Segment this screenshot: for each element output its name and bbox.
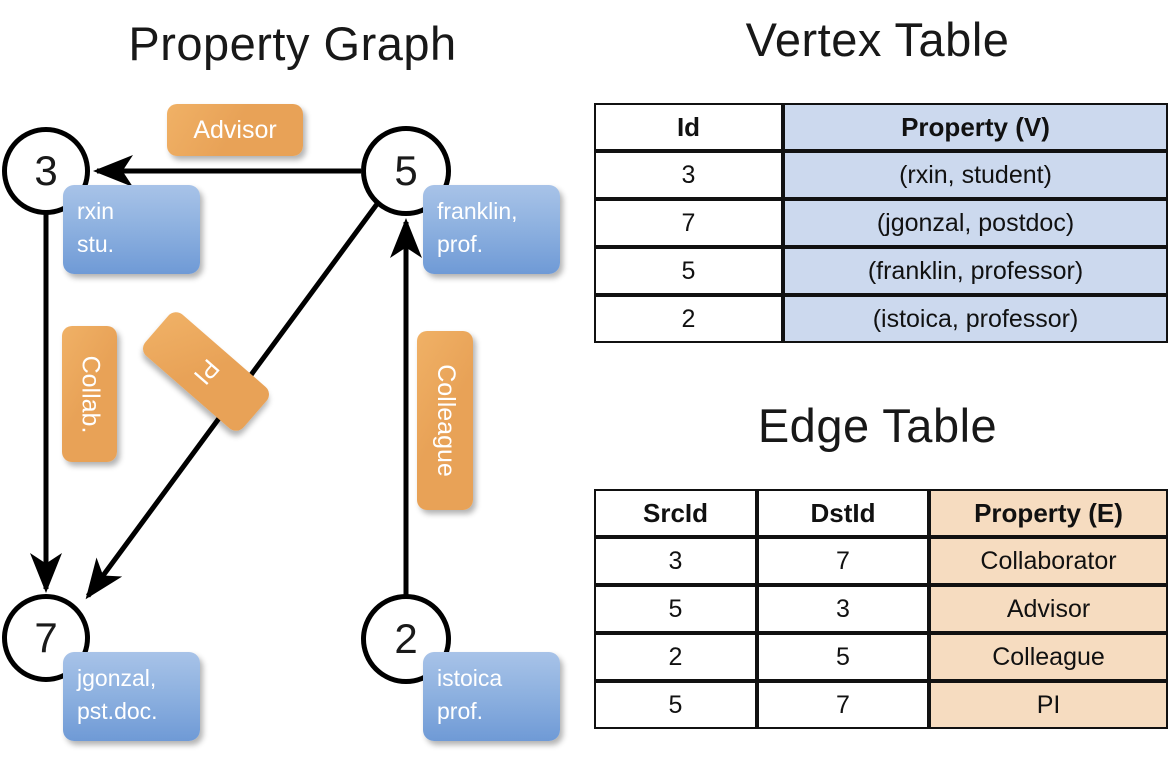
graph-node-2[interactable]: 2	[361, 594, 451, 684]
node-property-line: franklin,	[437, 198, 518, 224]
node-property-line: stu.	[77, 230, 115, 257]
table-row: 3 (rxin, student)	[594, 151, 1168, 199]
node-property-box-rxin: rxin stu.	[63, 185, 200, 274]
node-property-line: prof.	[437, 697, 484, 724]
edge-property-cell: Advisor	[929, 585, 1168, 633]
graph-node-5[interactable]: 5	[361, 126, 451, 216]
table-row: 7 (jgonzal, postdoc)	[594, 199, 1168, 247]
table-row: 3 7 Collaborator	[594, 537, 1168, 585]
vertex-property-cell: (jgonzal, postdoc)	[783, 199, 1168, 247]
edge-table-header-srcid: SrcId	[594, 489, 757, 537]
edge-label-text: Colleague	[431, 364, 460, 477]
edge-srcid-cell: 3	[594, 537, 757, 585]
edge-label-text: PI	[188, 353, 225, 390]
edge-srcid-cell: 5	[594, 585, 757, 633]
edge-label-text: Collab.	[76, 355, 105, 433]
page-title-edge-table: Edge Table	[757, 399, 998, 452]
edge-dstid-cell: 5	[757, 633, 929, 681]
edge-label-collab: Collab.	[62, 326, 117, 462]
page-title-property-graph: Property Graph	[128, 17, 457, 70]
table-row: 5 7 PI	[594, 681, 1168, 729]
edge-property-cell: Collaborator	[929, 537, 1168, 585]
table-row: 2 5 Colleague	[594, 633, 1168, 681]
table-row: 2 (istoica, professor)	[594, 295, 1168, 343]
edge-property-cell: Colleague	[929, 633, 1168, 681]
edge-dstid-cell: 7	[757, 537, 929, 585]
edge-label-text: Advisor	[193, 115, 277, 144]
edge-dstid-cell: 3	[757, 585, 929, 633]
vertex-id-cell: 5	[594, 247, 783, 295]
vertex-property-cell: (istoica, professor)	[783, 295, 1168, 343]
vertex-property-cell: (franklin, professor)	[783, 247, 1168, 295]
edge-dstid-cell: 7	[757, 681, 929, 729]
vertex-table-header-id: Id	[594, 103, 783, 151]
vertex-table-header-property: Property (V)	[783, 103, 1168, 151]
edge-label-advisor: Advisor	[167, 104, 303, 156]
edge-table-header-dstid: DstId	[757, 489, 929, 537]
vertex-table: Id Property (V) 3 (rxin, student) 7 (jgo…	[594, 103, 1168, 343]
page-title-vertex-table: Vertex Table	[745, 13, 1010, 66]
table-header-row: SrcId DstId Property (E)	[594, 489, 1168, 537]
vertex-id-cell: 2	[594, 295, 783, 343]
vertex-property-cell: (rxin, student)	[783, 151, 1168, 199]
node-property-line: istoica	[437, 665, 503, 691]
table-header-row: Id Property (V)	[594, 103, 1168, 151]
node-property-box-istoica: istoica prof.	[423, 652, 560, 741]
table-row: 5 (franklin, professor)	[594, 247, 1168, 295]
node-property-box-jgonzal: jgonzal, pst.doc.	[63, 652, 200, 741]
edge-table: SrcId DstId Property (E) 3 7 Collaborato…	[594, 489, 1168, 729]
vertex-id-cell: 3	[594, 151, 783, 199]
node-property-line: prof.	[437, 230, 484, 257]
node-property-line: jgonzal,	[77, 665, 157, 691]
edge-property-cell: PI	[929, 681, 1168, 729]
edge-srcid-cell: 2	[594, 633, 757, 681]
edge-table-header-property: Property (E)	[929, 489, 1168, 537]
edge-srcid-cell: 5	[594, 681, 757, 729]
edge-label-colleague: Colleague	[417, 331, 473, 510]
node-property-line: pst.doc.	[77, 697, 158, 724]
node-property-line: rxin	[77, 198, 115, 224]
node-property-box-franklin: franklin, prof.	[423, 185, 560, 274]
table-row: 5 3 Advisor	[594, 585, 1168, 633]
vertex-id-cell: 7	[594, 199, 783, 247]
